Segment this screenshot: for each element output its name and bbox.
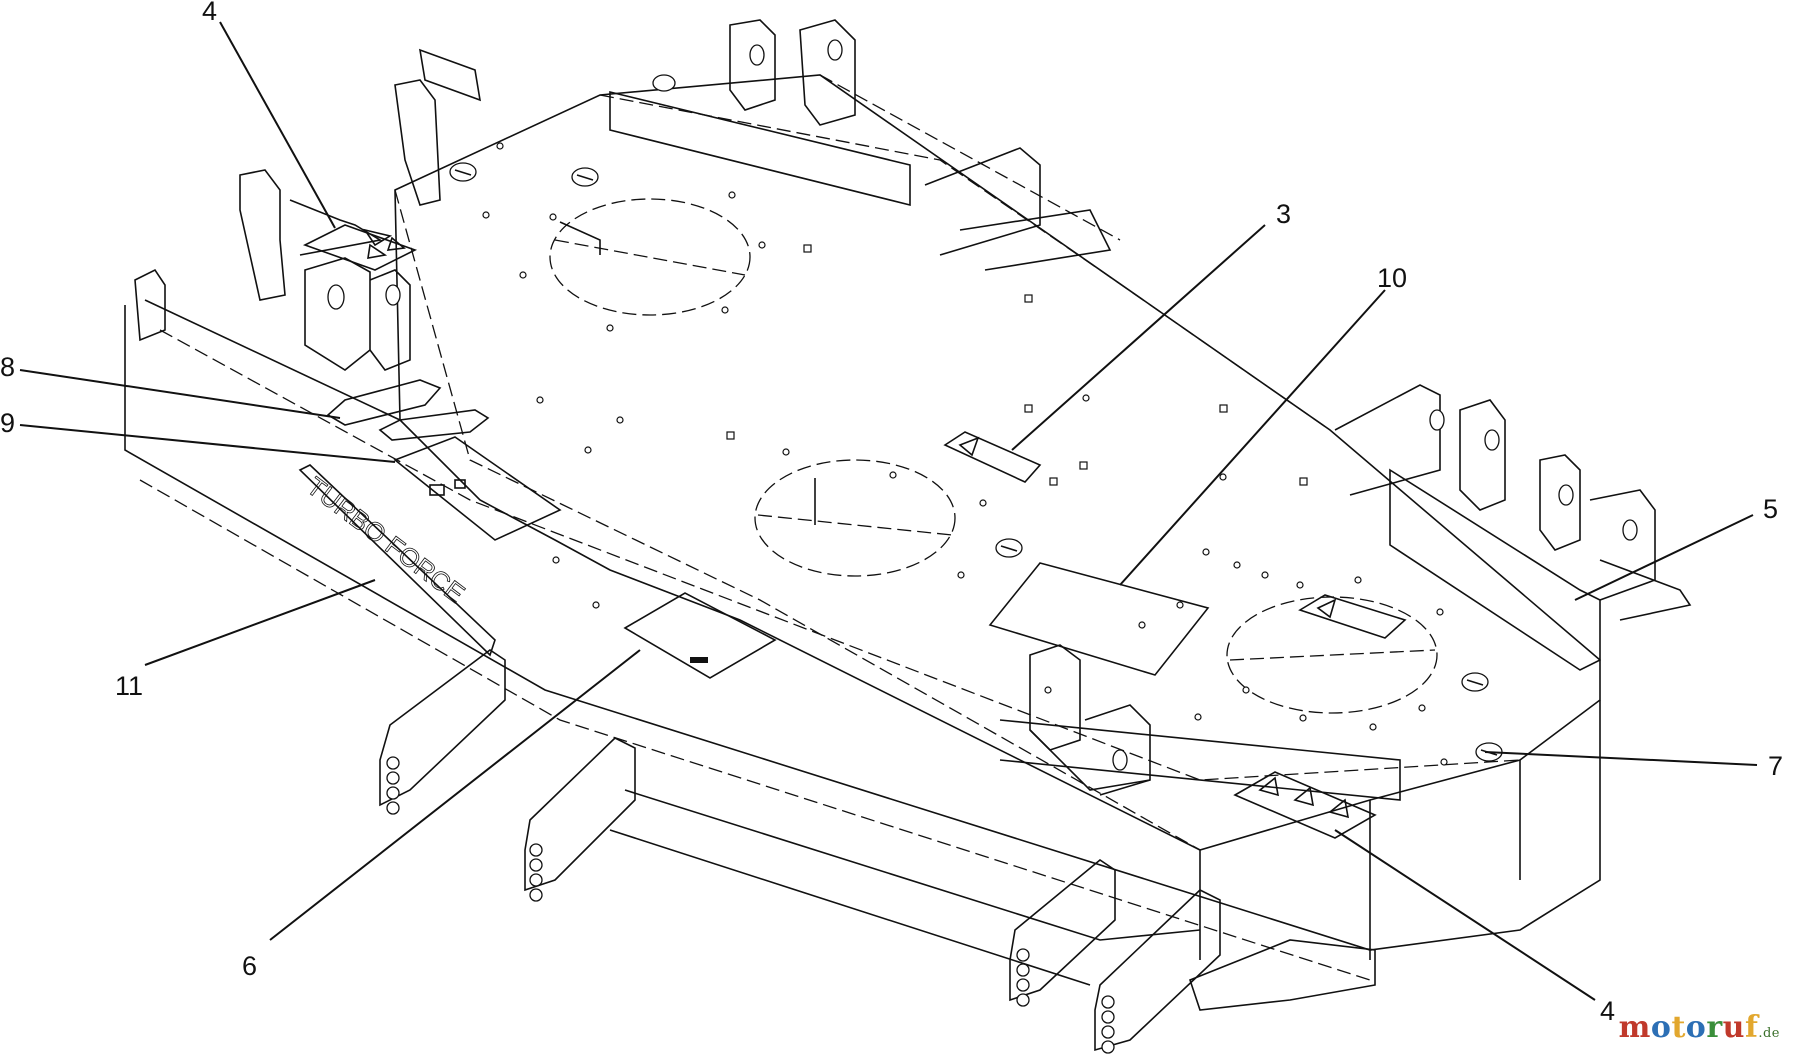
callout-7: 7 bbox=[1768, 751, 1783, 781]
front-lift-plates bbox=[379, 649, 1376, 1054]
bracket-left-rear bbox=[134, 48, 482, 371]
decal-arrow-top-left bbox=[302, 224, 418, 271]
decal-turbo-force-text: TURBO FORCE bbox=[301, 471, 470, 609]
callout-11: 11 bbox=[115, 671, 143, 701]
bolt-heads bbox=[449, 74, 1503, 762]
callout-5: 5 bbox=[1763, 494, 1778, 524]
leader-lines bbox=[19, 21, 1758, 1001]
decal-arrow-front-right bbox=[1233, 771, 1377, 839]
callout-3: 3 bbox=[1276, 199, 1291, 229]
decal-8-strip bbox=[326, 379, 490, 441]
bracket-rear-center bbox=[609, 19, 1112, 271]
decal-arrow-center bbox=[943, 431, 1042, 483]
blade-opening-left bbox=[549, 198, 751, 316]
callout-9: 9 bbox=[0, 408, 15, 438]
callout-8: 8 bbox=[0, 352, 15, 382]
decal-arrow-right-opening bbox=[1298, 594, 1407, 639]
callout-4-bottom: 4 bbox=[1600, 996, 1615, 1026]
callout-labels: 4 3 10 8 9 5 7 11 6 4 bbox=[0, 0, 1783, 1026]
bracket-front-center bbox=[999, 644, 1401, 801]
deck-top-outline bbox=[394, 74, 1601, 851]
deck-skirt bbox=[124, 299, 1601, 981]
watermark-logo: motoruf.de bbox=[1619, 1010, 1780, 1045]
callout-4-top: 4 bbox=[202, 0, 217, 26]
watermark-suffix: .de bbox=[1758, 1026, 1780, 1041]
callout-10: 10 bbox=[1377, 263, 1407, 293]
decal-10-plate bbox=[988, 562, 1210, 676]
blade-opening-center bbox=[754, 459, 956, 577]
decal-9-plate bbox=[393, 436, 562, 541]
watermark-text: motoruf bbox=[1618, 1010, 1759, 1045]
decal-turbo-force: TURBO FORCE bbox=[298, 464, 496, 657]
blade-opening-right bbox=[1226, 596, 1438, 714]
callout-6: 6 bbox=[242, 951, 257, 981]
decal-6-plate bbox=[623, 592, 777, 679]
mounting-holes bbox=[482, 142, 1448, 766]
bracket-right bbox=[1334, 384, 1692, 671]
